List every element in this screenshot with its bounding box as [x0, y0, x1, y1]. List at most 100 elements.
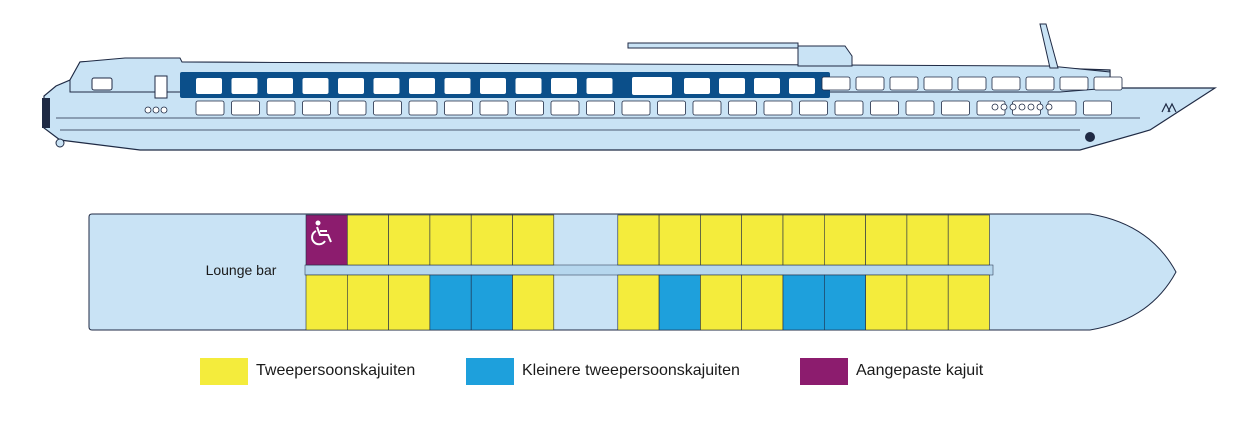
side-window [231, 100, 260, 116]
cabin-standard [782, 214, 825, 266]
cabin-row-top [305, 214, 990, 266]
side-window [719, 78, 745, 94]
legend-item-small: Kleinere tweepersoonskajuiten [466, 357, 740, 385]
side-window [586, 78, 613, 94]
cabin-small [658, 274, 701, 331]
side-window [1059, 76, 1089, 91]
side-window [1025, 76, 1055, 91]
cabin-standard [906, 214, 949, 266]
side-window [337, 100, 367, 116]
cabin-standard [470, 214, 513, 266]
porthole [1045, 103, 1053, 111]
wheelchair-icon [311, 220, 332, 246]
cabin-standard [700, 214, 743, 266]
side-window [789, 78, 815, 94]
side-window [957, 76, 987, 91]
side-window [550, 100, 580, 116]
side-window [1083, 100, 1112, 116]
porthole [1036, 103, 1044, 111]
side-window [408, 100, 438, 116]
side-window [480, 78, 506, 94]
porthole [1018, 103, 1026, 111]
cabin-standard [388, 214, 431, 266]
porthole [1000, 103, 1008, 111]
cabin-standard [947, 274, 990, 331]
side-window [905, 100, 935, 116]
cabin-standard [741, 214, 784, 266]
side-window [515, 100, 544, 116]
cabin-small [823, 274, 866, 331]
porthole [1027, 103, 1035, 111]
cabin-standard [429, 214, 472, 266]
side-window [821, 76, 851, 91]
side-window [373, 78, 400, 94]
side-canopy [627, 42, 799, 49]
side-window [754, 78, 780, 94]
side-window [923, 76, 953, 91]
side-upper-windows [196, 76, 1123, 95]
legend-label-accessible: Aangepaste kajuit [856, 362, 984, 379]
side-window [479, 100, 509, 116]
side-window [763, 100, 793, 116]
side-window [586, 100, 615, 116]
cabin-standard [388, 274, 431, 331]
cabin-row-bottom [305, 274, 990, 331]
side-window [444, 78, 471, 94]
cabin-standard [617, 274, 660, 331]
cabin-standard [906, 274, 949, 331]
side-window [444, 100, 473, 116]
side-window [632, 77, 672, 95]
side-window [692, 100, 722, 116]
bow-thruster-icon [1085, 132, 1095, 142]
side-window [941, 100, 970, 116]
deck-corridor [304, 264, 994, 276]
legend-swatch-standard [200, 357, 248, 385]
legend-item-standard: Tweepersoonskajuiten [200, 357, 415, 385]
legend-swatch-small [466, 357, 514, 385]
side-window [684, 78, 710, 94]
legend-swatch-accessible [800, 357, 848, 385]
porthole [144, 106, 152, 114]
cabin-standard [700, 274, 743, 331]
side-window [373, 100, 402, 116]
side-portholes [144, 103, 1053, 114]
deck-plan [88, 213, 1177, 331]
legend-label-small: Kleinere tweepersoonskajuiten [522, 362, 740, 379]
side-stern-window [91, 77, 113, 91]
side-window [302, 78, 329, 94]
cabin-small [429, 274, 472, 331]
porthole [991, 103, 999, 111]
side-window [551, 78, 577, 94]
side-lower-windows [195, 100, 1112, 116]
porthole [152, 106, 160, 114]
cabin-standard [512, 274, 555, 331]
legend-item-accessible: Aangepaste kajuit [800, 357, 983, 385]
side-mast [1039, 23, 1059, 69]
ship-side-view [42, 23, 1218, 151]
side-window [266, 100, 296, 116]
cabin-small [470, 274, 513, 331]
cabin-standard [346, 214, 389, 266]
legend-label-standard: Tweepersoonskajuiten [256, 362, 416, 379]
lounge-bar-label: Lounge bar [205, 262, 277, 278]
cabin-standard [346, 274, 389, 331]
side-window [889, 76, 919, 91]
side-window [855, 76, 885, 91]
cabin-standard [512, 214, 555, 266]
cabin-standard [865, 214, 908, 266]
side-wheelhouse [797, 45, 853, 67]
cabin-standard [865, 274, 908, 331]
side-window [870, 100, 899, 116]
propeller-icon [55, 138, 65, 148]
side-window [834, 100, 864, 116]
cabin-standard [947, 214, 990, 266]
side-window [302, 100, 331, 116]
side-window [1012, 100, 1041, 116]
cabin-small [782, 274, 825, 331]
side-window [515, 78, 542, 94]
side-window [799, 100, 828, 116]
side-window [231, 78, 258, 94]
porthole [1009, 103, 1017, 111]
side-stern [42, 98, 50, 128]
